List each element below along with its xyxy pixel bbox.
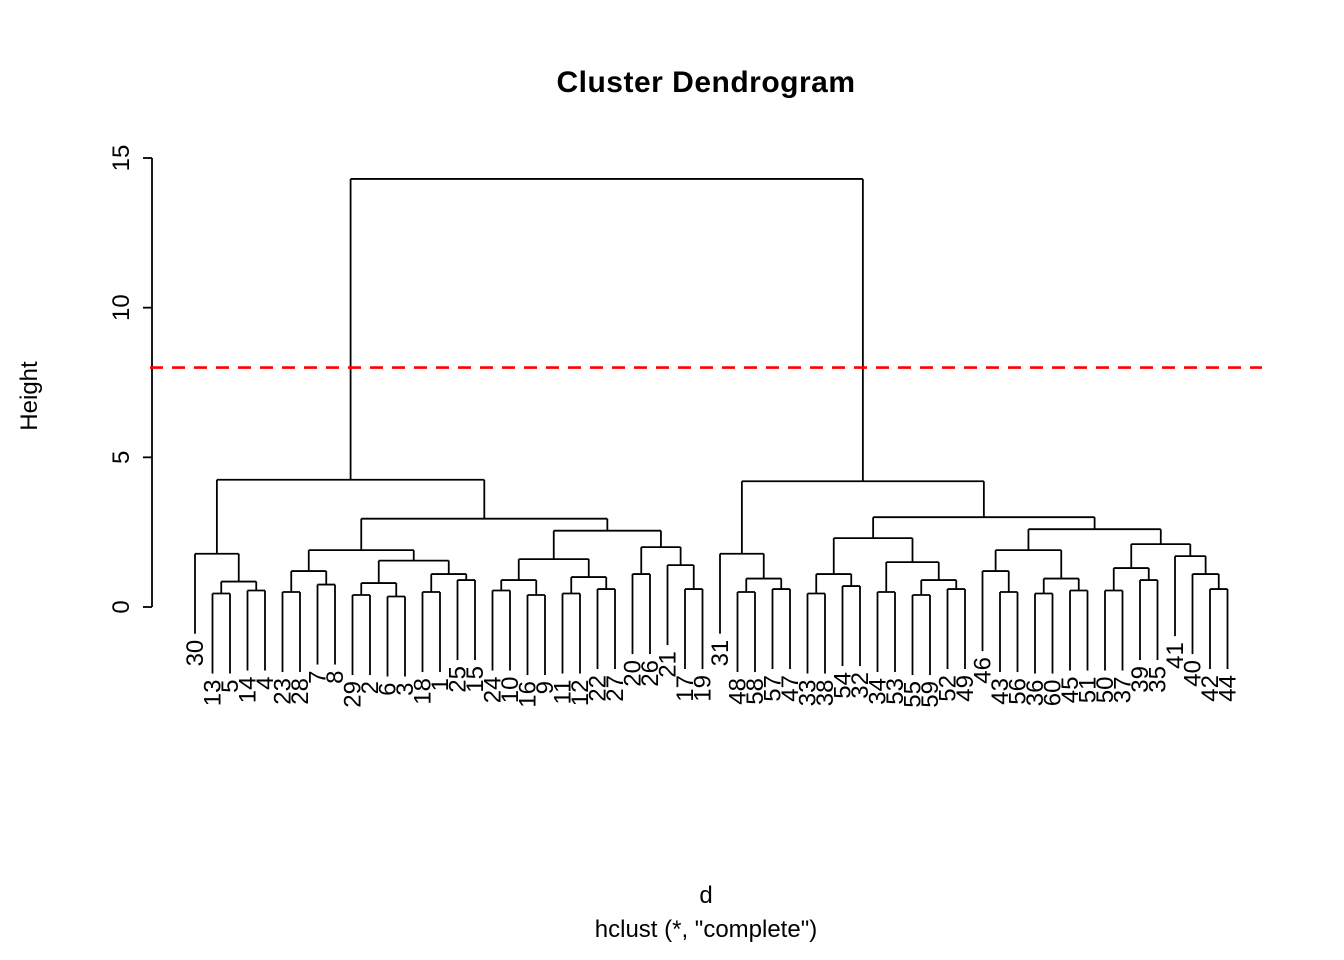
leaf-label: 24 (480, 677, 507, 704)
leaf-label: 9 (532, 681, 559, 694)
leaf-label: 50 (1092, 677, 1119, 704)
leaf-label: 59 (917, 681, 944, 708)
leaf-label: 10 (497, 677, 524, 704)
y-tick-label: 10 (108, 294, 135, 321)
leaf-label: 54 (830, 672, 857, 699)
leaf-label: 37 (1110, 677, 1137, 704)
y-tick-label: 5 (108, 451, 135, 464)
leaf-label: 18 (410, 678, 437, 705)
y-tick-label: 15 (108, 145, 135, 172)
leaf-label: 5 (217, 680, 244, 693)
leaf-label: 16 (515, 681, 542, 708)
leaf-label: 31 (707, 640, 734, 667)
leaf-label: 41 (1162, 642, 1189, 669)
leaf-label: 26 (637, 660, 664, 687)
leaf-label: 25 (445, 666, 472, 693)
leaf-label: 11 (550, 680, 577, 705)
leaf-label: 46 (970, 657, 997, 684)
leaf-label: 6 (375, 683, 402, 696)
leaf-label: 42 (1197, 675, 1224, 702)
leaf-label: 45 (1057, 677, 1084, 704)
leaf-label: 49 (952, 675, 979, 702)
leaf-label: 32 (847, 672, 874, 699)
leaf-label: 35 (1145, 666, 1172, 693)
leaf-label: 8 (322, 671, 349, 684)
leaf-label: 47 (777, 675, 804, 702)
leaf-label: 21 (655, 651, 682, 678)
leaf-label: 36 (1022, 680, 1049, 707)
leaf-label: 23 (270, 678, 297, 705)
leaf-label: 55 (900, 681, 927, 708)
leaf-label: 57 (760, 675, 787, 702)
leaf-label: 22 (585, 675, 612, 702)
leaf-label: 34 (865, 678, 892, 705)
leaf-label: 30 (182, 640, 209, 667)
leaf-label: 17 (672, 675, 699, 702)
leaf-label: 29 (340, 681, 367, 708)
leaf-label: 44 (1215, 675, 1242, 702)
leaf-label: 4 (252, 677, 279, 690)
leaf-label: 39 (1127, 666, 1154, 693)
leaf-label: 38 (812, 680, 839, 707)
leaf-label: 53 (882, 678, 909, 705)
leaf-label: 33 (795, 680, 822, 707)
chart-title: Cluster Dendrogram (556, 66, 856, 99)
leaf-label: 7 (305, 671, 332, 684)
x-axis-caption: d (699, 882, 713, 909)
leaf-label: 56 (1005, 678, 1032, 705)
leaf-label: 2 (357, 681, 384, 694)
leaf-label: 52 (935, 675, 962, 702)
leaf-label: 15 (462, 666, 489, 693)
y-tick-label: 0 (108, 600, 135, 613)
leaf-label: 43 (987, 678, 1014, 705)
leaf-label: 12 (567, 680, 594, 707)
leaf-label: 19 (690, 675, 717, 702)
leaf-label: 60 (1040, 680, 1067, 707)
leaf-label: 48 (725, 678, 752, 705)
leaf-label: 51 (1075, 677, 1102, 704)
leaf-label: 20 (620, 660, 647, 687)
leaf-label: 13 (200, 680, 227, 707)
leaf-label: 27 (602, 675, 629, 702)
leaf-label: 1 (427, 678, 454, 691)
leaf-label: 28 (287, 678, 314, 705)
leaf-label: 3 (392, 683, 419, 696)
subtitle-caption: hclust (*, "complete") (594, 916, 818, 943)
leaf-label: 40 (1180, 660, 1207, 687)
leaf-label: 14 (235, 677, 262, 704)
leaf-label: 58 (742, 678, 769, 705)
